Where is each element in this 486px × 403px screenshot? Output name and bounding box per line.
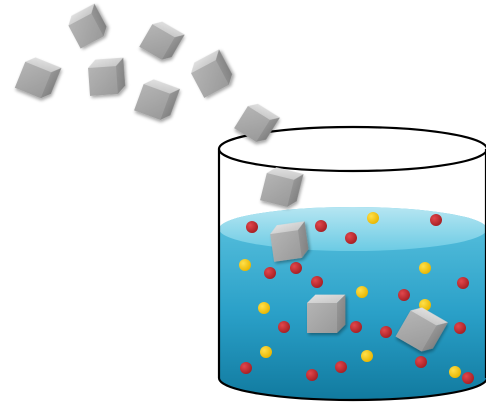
red-particle-icon: [415, 356, 427, 368]
water-surface: [219, 207, 486, 251]
red-particle-icon: [398, 289, 410, 301]
red-particle-icon: [462, 372, 474, 384]
cube-icon: [15, 55, 62, 102]
cube-icon: [234, 100, 280, 146]
cube-icon: [139, 18, 184, 63]
red-particle-icon: [430, 214, 442, 226]
cube-icon: [134, 77, 180, 123]
red-particle-icon: [335, 361, 347, 373]
cube-icon: [65, 4, 110, 49]
yellow-particle-icon: [260, 346, 272, 358]
red-particle-icon: [290, 262, 302, 274]
red-particle-icon: [454, 322, 466, 334]
red-particle-icon: [457, 277, 469, 289]
red-particle-icon: [264, 267, 276, 279]
red-particle-icon: [315, 220, 327, 232]
cube-icon: [307, 295, 345, 333]
beaker: [219, 127, 486, 400]
yellow-particle-icon: [367, 212, 379, 224]
red-particle-icon: [278, 321, 290, 333]
cube-icon: [88, 58, 126, 96]
cube-icon: [187, 49, 235, 97]
yellow-particle-icon: [449, 366, 461, 378]
red-particle-icon: [380, 326, 392, 338]
yellow-particle-icon: [419, 262, 431, 274]
red-particle-icon: [345, 232, 357, 244]
cube-icon: [260, 165, 303, 208]
yellow-particle-icon: [239, 259, 251, 271]
red-particle-icon: [350, 321, 362, 333]
yellow-particle-icon: [258, 302, 270, 314]
red-particle-icon: [240, 362, 252, 374]
red-particle-icon: [311, 276, 323, 288]
red-particle-icon: [246, 221, 258, 233]
yellow-particle-icon: [356, 286, 368, 298]
red-particle-icon: [306, 369, 318, 381]
yellow-particle-icon: [361, 350, 373, 362]
